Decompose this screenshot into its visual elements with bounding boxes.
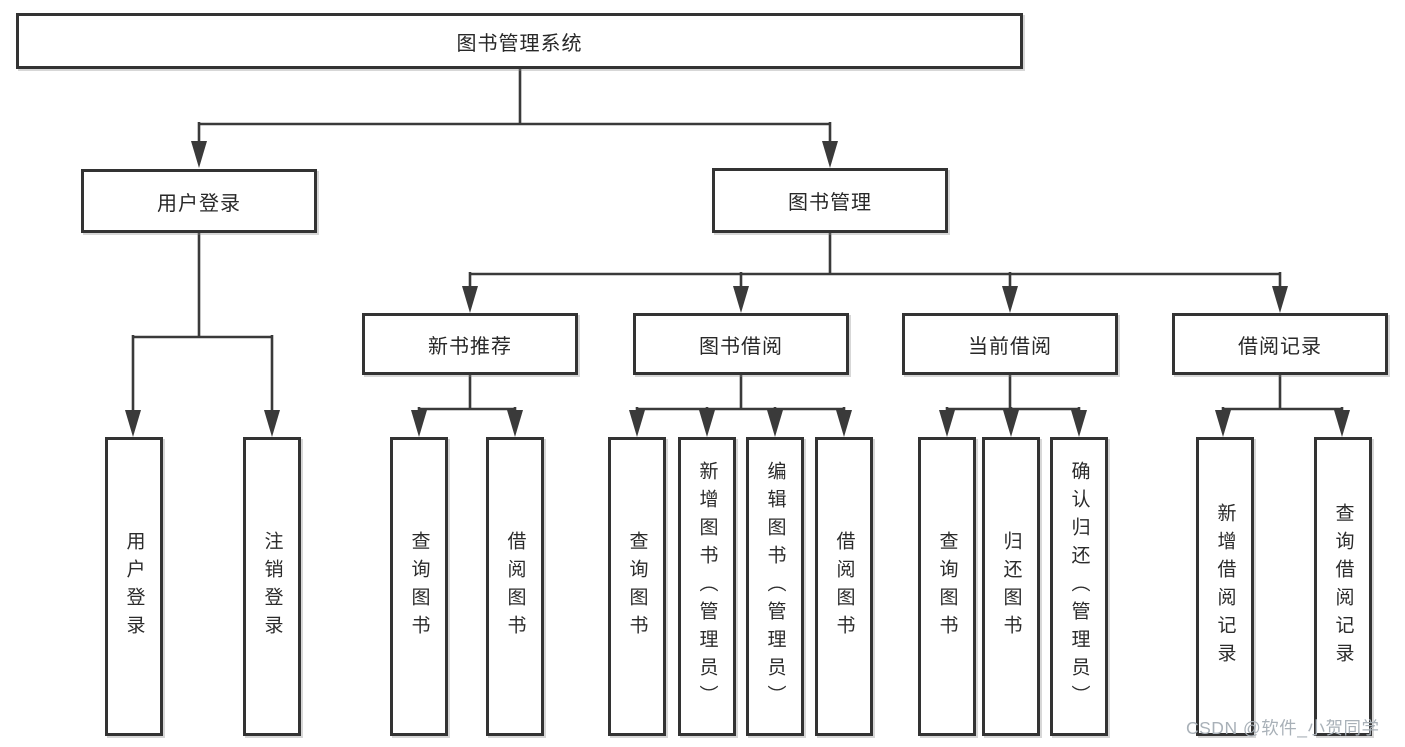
leaf-recommend-query-books: 查询图书 <box>390 437 448 736</box>
leaf-records-query-record: 查询借阅记录 <box>1314 437 1372 736</box>
node-label: 归还图书 <box>1000 530 1022 643</box>
node-label: 查询图书 <box>408 530 430 643</box>
arrow-down-icon <box>836 410 852 437</box>
arrowhead-icons <box>125 141 1350 437</box>
leaf-recommend-borrow-books: 借阅图书 <box>486 437 544 736</box>
leaf-logout: 注销登录 <box>243 437 301 736</box>
node-label: 查询图书 <box>626 530 648 643</box>
leaf-borrow-query-books: 查询图书 <box>608 437 666 736</box>
node-label: 图书借阅 <box>699 335 783 358</box>
node-label: 新书推荐 <box>428 335 512 358</box>
leaf-borrow-edit-books-admin: 编辑图书（管理员） <box>746 437 804 736</box>
node-book-borrowing: 图书借阅 <box>633 313 849 375</box>
node-root-system: 图书管理系统 <box>16 13 1023 69</box>
node-label: 确认归还（管理员） <box>1068 460 1090 713</box>
node-label: 图书管理系统 <box>456 32 583 55</box>
node-label: 新增借阅记录 <box>1214 502 1236 671</box>
arrow-down-icon <box>1334 410 1350 437</box>
arrow-down-icon <box>1272 286 1288 313</box>
node-label: 注销登录 <box>261 530 283 643</box>
node-label: 用户登录 <box>157 192 241 215</box>
leaf-user-login: 用户登录 <box>105 437 163 736</box>
node-new-book-recommend: 新书推荐 <box>362 313 578 375</box>
arrow-down-icon <box>1071 410 1087 437</box>
leaf-current-confirm-return-admin: 确认归还（管理员） <box>1050 437 1108 736</box>
node-label: 图书管理 <box>788 192 872 214</box>
leaf-records-add-record: 新增借阅记录 <box>1196 437 1254 736</box>
arrow-down-icon <box>462 286 478 313</box>
arrow-down-icon <box>767 410 783 437</box>
leaf-current-return-books: 归还图书 <box>982 437 1040 736</box>
arrow-down-icon <box>411 410 427 437</box>
node-label: 借阅图书 <box>504 530 526 643</box>
arrow-down-icon <box>1215 410 1231 437</box>
arrow-down-icon <box>699 410 715 437</box>
node-user-login: 用户登录 <box>81 169 317 233</box>
arrow-down-icon <box>191 141 207 168</box>
node-label: 借阅记录 <box>1238 335 1322 358</box>
node-label: 借阅图书 <box>833 530 855 643</box>
leaf-borrow-borrow-books: 借阅图书 <box>815 437 873 736</box>
node-current-borrowing: 当前借阅 <box>902 313 1118 375</box>
arrow-down-icon <box>1002 286 1018 313</box>
arrow-down-icon <box>1003 410 1019 437</box>
node-label: 编辑图书（管理员） <box>764 460 786 713</box>
arrow-down-icon <box>507 410 523 437</box>
node-label: 新增图书（管理员） <box>696 460 718 713</box>
arrow-down-icon <box>264 410 280 437</box>
arrow-down-icon <box>733 286 749 313</box>
node-label: 用户登录 <box>123 530 145 643</box>
arrow-down-icon <box>125 410 141 437</box>
arrow-down-icon <box>822 141 838 168</box>
arrow-down-icon <box>939 410 955 437</box>
leaf-borrow-add-books-admin: 新增图书（管理员） <box>678 437 736 736</box>
csdn-watermark: CSDN @软件_小贺同学 <box>1186 718 1380 738</box>
leaf-current-query-books: 查询图书 <box>918 437 976 736</box>
arrow-down-icon <box>629 410 645 437</box>
node-label: 查询借阅记录 <box>1332 502 1354 671</box>
node-label: 当前借阅 <box>968 335 1052 358</box>
node-label: 查询图书 <box>936 530 958 643</box>
node-book-management: 图书管理 <box>712 168 948 233</box>
node-borrowing-records: 借阅记录 <box>1172 313 1388 375</box>
